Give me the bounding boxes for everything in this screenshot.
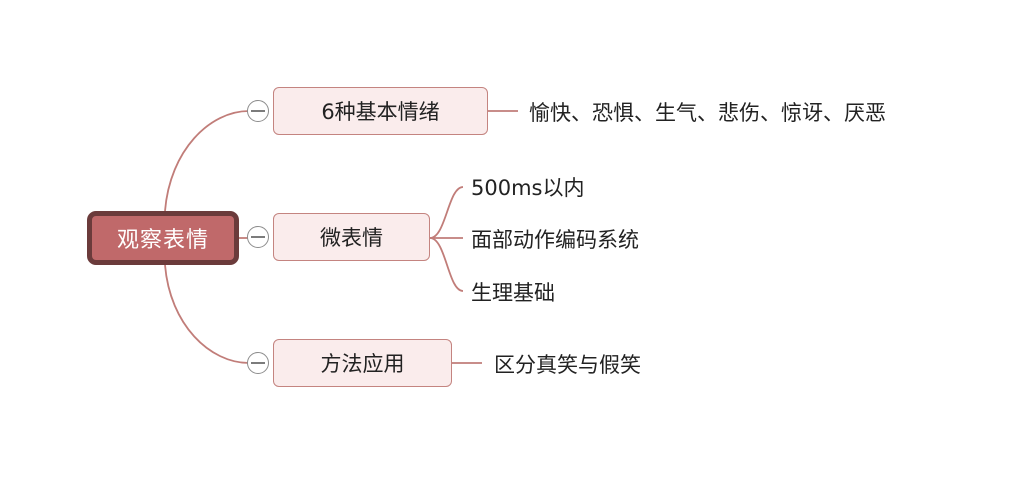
connector-root-to-branch-3 bbox=[164, 264, 250, 364]
connector-branch-2-to-leaf-3 bbox=[429, 237, 464, 292]
collapse-toggle-branch-1[interactable] bbox=[247, 100, 269, 122]
branch-topic-micro-expressions[interactable]: 微表情 bbox=[273, 213, 430, 261]
minus-circle-icon bbox=[251, 362, 265, 364]
minus-circle-icon bbox=[251, 110, 265, 112]
branch-topic-method-application[interactable]: 方法应用 bbox=[273, 339, 452, 387]
leaf-topic-physiological-basis[interactable]: 生理基础 bbox=[471, 281, 555, 305]
leaf-topic-facs[interactable]: 面部动作编码系统 bbox=[471, 228, 639, 252]
root-topic[interactable]: 观察表情 bbox=[87, 211, 239, 265]
minus-circle-icon bbox=[251, 236, 265, 238]
leaf-topic-real-vs-fake-smile[interactable]: 区分真笑与假笑 bbox=[494, 353, 641, 377]
connector-root-to-branch-1 bbox=[164, 110, 250, 212]
collapse-toggle-branch-3[interactable] bbox=[247, 352, 269, 374]
connector-branch-2-to-leaf-1 bbox=[429, 186, 464, 239]
leaf-topic-emotion-list[interactable]: 愉快、恐惧、生气、悲伤、惊讶、厌恶 bbox=[529, 101, 886, 125]
branch-topic-basic-emotions[interactable]: 6种基本情绪 bbox=[273, 87, 488, 135]
collapse-toggle-branch-2[interactable] bbox=[247, 226, 269, 248]
leaf-topic-duration[interactable]: 500ms以内 bbox=[471, 176, 585, 200]
